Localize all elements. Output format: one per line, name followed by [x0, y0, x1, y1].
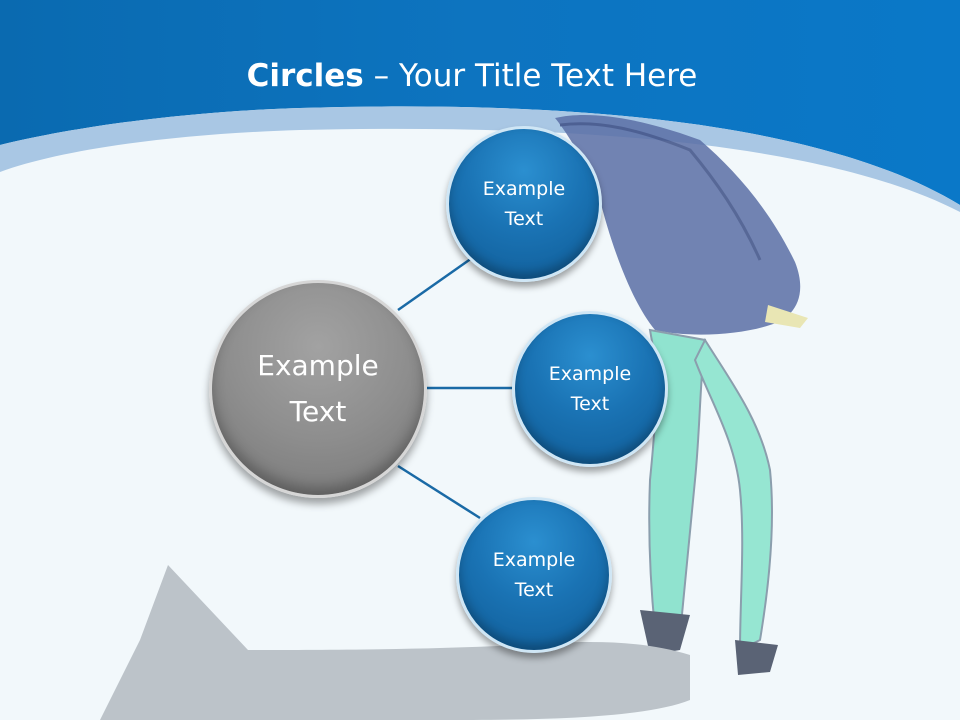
node-circle-middle-label: Example Text [548, 363, 632, 415]
slide-title: Circles – Your Title Text Here [0, 56, 944, 96]
node-circle-top-label: Example Text [482, 178, 566, 230]
node-circle-bottom: Example Text [456, 497, 612, 653]
shadow-shape [100, 565, 690, 720]
center-circle-label: Example Text [257, 349, 379, 428]
node-circle-top: Example Text [446, 126, 602, 282]
slide-title-bold: Circles [246, 58, 364, 94]
node-circle-middle: Example Text [512, 311, 668, 467]
center-circle: Example Text [209, 280, 427, 498]
connector-bottom [397, 464, 481, 520]
node-circle-bottom-label: Example Text [492, 549, 576, 601]
header-swoosh [0, 106, 960, 212]
connector-top [397, 256, 473, 312]
slide-title-rest: – Your Title Text Here [363, 58, 698, 94]
header-band [0, 0, 960, 205]
